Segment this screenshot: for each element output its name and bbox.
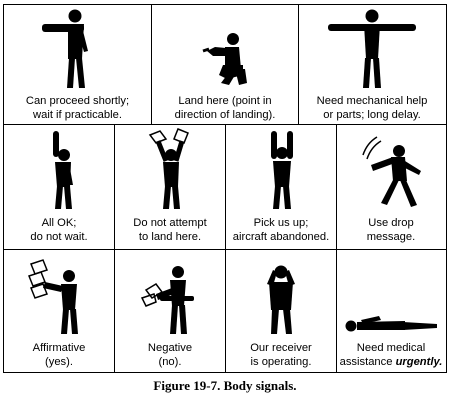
signal-cell-negative: Negative (no). <box>115 250 226 372</box>
caption-line: message. <box>366 230 416 243</box>
signal-cell-all-ok: All OK; do not wait. <box>4 125 115 249</box>
caption-line: to land here. <box>138 230 202 243</box>
caption-line: Need mechanical help <box>316 95 428 107</box>
signals-row-2: All OK; do not wait. Do not attempt to l… <box>3 124 447 250</box>
signals-row-3: Affirmative (yes). Negative (no). <box>3 249 447 373</box>
cloth-waving-horizontal-figure-icon <box>115 250 225 334</box>
caption-line: (yes). <box>45 355 73 368</box>
caption-line: Land here (point in <box>178 95 272 107</box>
lying-down-figure-icon <box>337 250 445 334</box>
caption-line: Can proceed shortly; <box>25 95 130 107</box>
caption-line: Negative <box>147 342 193 354</box>
hands-on-ears-figure-icon <box>226 250 336 334</box>
caption-line: or parts; long delay. <box>323 108 421 121</box>
caption-line: assistance <box>339 355 393 368</box>
caption-line: Need medical <box>356 342 426 354</box>
one-arm-raised-figure-icon <box>4 125 114 209</box>
caption-line: is operating. <box>250 355 312 368</box>
signal-cell-drop-message: Use drop message. <box>337 125 445 249</box>
signal-cell-do-not-land: Do not attempt to land here. <box>115 125 226 249</box>
caption-line: aircraft abandoned. <box>232 230 330 243</box>
caption-line: Affirmative <box>32 342 86 354</box>
signal-cell-mechanical-help: Need mechanical help or parts; long dela… <box>299 5 445 124</box>
arms-outstretched-figure-icon <box>299 5 445 89</box>
caption-line: assistance urgently. <box>339 356 443 370</box>
crouching-pointing-figure-icon <box>152 5 298 89</box>
cloth-waving-vertical-figure-icon <box>4 250 114 334</box>
caption-line: direction of landing). <box>174 108 276 121</box>
caption-line: All OK; <box>41 217 77 229</box>
caption-line: Our receiver <box>250 342 312 354</box>
signal-cell-pick-us-up: Pick us up; aircraft abandoned. <box>226 125 337 249</box>
figure-caption: Figure 19-7. Body signals. <box>153 378 297 393</box>
signal-cell-receiver-operating: Our receiver is operating. <box>226 250 337 372</box>
arm-pointing-figure-icon <box>4 5 151 89</box>
caption-line: wait if practicable. <box>33 108 122 121</box>
signal-cell-proceed-shortly: Can proceed shortly; wait if practicable… <box>4 5 152 124</box>
caption-line: (no). <box>158 355 182 368</box>
caption-line: Do not attempt <box>133 217 207 229</box>
signals-row-1: Can proceed shortly; wait if practicable… <box>3 4 447 125</box>
caption-line: do not wait. <box>30 230 88 243</box>
waving-cloth-overhead-figure-icon <box>115 125 225 209</box>
signal-cell-land-here: Land here (point in direction of landing… <box>152 5 299 124</box>
both-arms-up-figure-icon <box>226 125 336 209</box>
caption-emphasis: urgently. <box>395 355 443 368</box>
signal-cell-medical-assistance: Need medical assistance urgently. <box>337 250 445 372</box>
caption-line: Pick us up; <box>253 217 309 229</box>
signal-cell-affirmative: Affirmative (yes). <box>4 250 115 372</box>
drop-message-figure-icon <box>337 125 445 209</box>
caption-line: Use drop <box>368 217 414 229</box>
